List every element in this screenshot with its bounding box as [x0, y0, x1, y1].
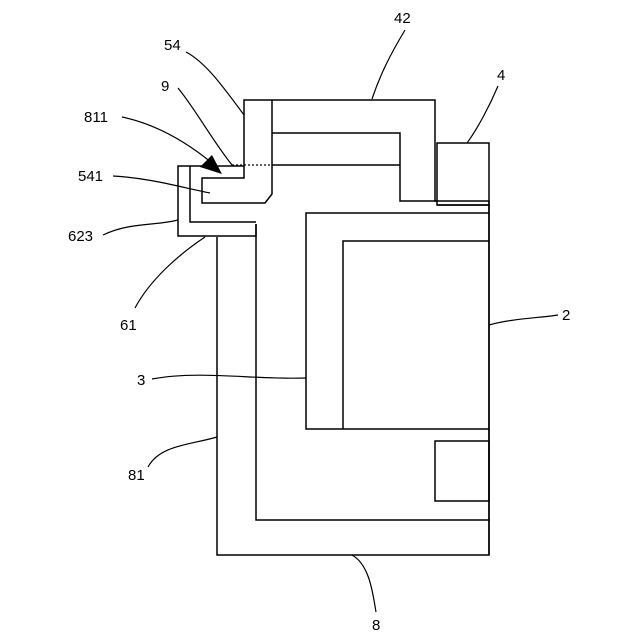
leader-8	[352, 555, 376, 612]
outer-body-8	[217, 205, 489, 555]
leader-541	[113, 176, 210, 193]
leader-42	[372, 30, 405, 99]
leader-81	[148, 437, 217, 467]
channel-54-inner-wall	[202, 100, 272, 203]
label-61: 61	[120, 317, 137, 334]
block-4	[437, 143, 489, 205]
leader-61	[135, 237, 205, 308]
leader-3	[152, 375, 306, 379]
box-3	[306, 213, 489, 429]
inner-body-outline	[256, 224, 489, 520]
label-81: 81	[128, 467, 145, 484]
label-3: 3	[137, 372, 145, 389]
label-54: 54	[164, 37, 181, 54]
label-811: 811	[84, 109, 108, 126]
leader-623	[103, 220, 178, 235]
arrowhead-811	[200, 155, 222, 174]
label-4: 4	[497, 67, 505, 84]
label-541: 541	[78, 168, 103, 185]
leader-4	[467, 86, 498, 143]
box-3-inner	[343, 241, 489, 429]
top-channel-42-outer	[244, 100, 489, 201]
leader-2	[489, 315, 558, 325]
label-623: 623	[68, 228, 93, 245]
small-square	[435, 441, 489, 501]
bracket-61-inner	[190, 166, 256, 222]
label-8: 8	[372, 617, 380, 634]
label-2: 2	[562, 307, 570, 324]
top-channel-42-inner	[272, 133, 437, 201]
label-42: 42	[394, 10, 411, 27]
label-9: 9	[161, 78, 169, 95]
leader-9	[178, 88, 232, 165]
leader-811	[122, 117, 212, 163]
leader-54	[186, 52, 244, 115]
